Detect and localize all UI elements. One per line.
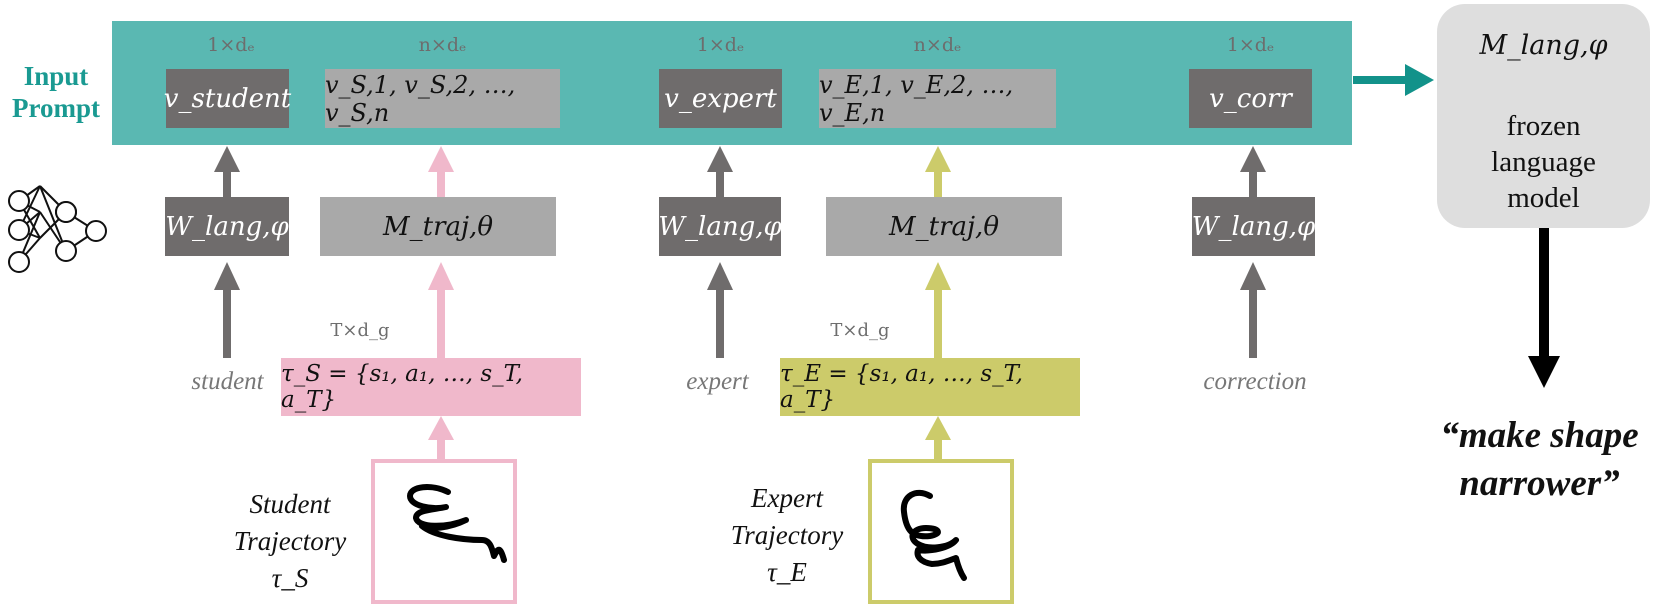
dim-label-student-traj: T×d_g — [330, 320, 390, 341]
encoder-lang-corr: W_lang,φ — [1192, 197, 1315, 256]
token-v-student-seq: v_S,1, v_S,2, …, v_S,n — [325, 69, 560, 128]
expert-caption-line1: Expert — [751, 483, 823, 513]
token-v-corr: v_corr — [1189, 69, 1312, 128]
arrow-traj-student-up — [428, 146, 454, 197]
input-prompt-label-line1: Input — [23, 61, 89, 91]
output-line1: “make shape — [1440, 415, 1639, 456]
arrow-student-input-up — [214, 262, 240, 358]
arrow-traj-expert-up — [925, 146, 951, 197]
language-model-description: frozen language model — [1437, 108, 1650, 216]
output-line2: narrower” — [1459, 463, 1620, 504]
student-caption-line3: τ_S — [271, 563, 309, 593]
arrow-student-image-up — [428, 416, 454, 461]
token-v-expert-seq: v_E,1, v_E,2, …, v_E,n — [819, 69, 1056, 128]
dim-label-corr: 1×dₑ — [1226, 34, 1275, 56]
arrow-prompt-to-lm — [1353, 64, 1434, 96]
output-correction-text: “make shape narrower” — [1420, 412, 1659, 508]
expert-trajectory-drawing — [900, 489, 967, 581]
expert-caption-line2: Trajectory — [730, 520, 844, 550]
arrow-lang-student-up — [214, 146, 240, 197]
encoder-traj-student-text: M_traj,θ — [383, 211, 493, 242]
input-correction: correction — [1203, 368, 1307, 395]
token-v-student-seq-text: v_S,1, v_S,2, …, v_S,n — [325, 70, 516, 127]
frozen-language-model-box — [1437, 4, 1650, 228]
arrow-correction-input-up — [1240, 262, 1266, 358]
input-prompt-label-line2: Prompt — [12, 93, 100, 123]
lm-desc-line2: language — [1491, 146, 1596, 178]
student-trajectory-caption: Student Trajectory τ_S — [215, 486, 365, 597]
expert-caption-line3: τ_E — [767, 557, 807, 587]
arrow-lang-corr-up — [1240, 146, 1266, 197]
dim-label-expert-traj: T×d_g — [830, 320, 890, 341]
arrow-student-formula-up — [428, 262, 454, 358]
expert-trajectory-formula: τ_E = {s₁, a₁, …, s_T, a_T} — [780, 361, 1023, 413]
student-trajectory-formula-box: τ_S = {s₁, a₁, …, s_T, a_T} — [281, 358, 581, 416]
input-student: student — [191, 368, 264, 395]
encoder-lang-expert-text: W_lang,φ — [658, 211, 782, 242]
encoder-lang-student: W_lang,φ — [165, 197, 289, 256]
student-trajectory-drawing — [407, 484, 507, 563]
lm-desc-line1: frozen — [1506, 110, 1581, 142]
token-v-student-text: v_student — [163, 83, 292, 114]
input-expert: expert — [686, 368, 749, 395]
token-v-expert-seq-text: v_E,1, v_E,2, …, v_E,n — [819, 70, 1014, 127]
student-trajectory-image — [371, 459, 517, 604]
token-v-expert: v_expert — [659, 69, 782, 128]
dim-label-expert-seq: n×dₑ — [913, 34, 962, 56]
dim-label-student-seq: n×dₑ — [418, 34, 467, 56]
arrow-lang-expert-up — [707, 146, 733, 197]
arrow-lm-to-output — [1528, 228, 1560, 388]
token-v-corr-text: v_corr — [1209, 83, 1292, 114]
token-v-expert-text: v_expert — [664, 83, 777, 114]
dim-label-expert: 1×dₑ — [696, 34, 745, 56]
encoder-lang-corr-text: W_lang,φ — [1191, 211, 1316, 242]
dim-label-student: 1×dₑ — [207, 34, 255, 56]
language-model-title: M_lang,φ — [1479, 30, 1608, 61]
input-prompt-label: Input Prompt — [0, 60, 112, 124]
student-caption-line2: Trajectory — [233, 526, 347, 556]
neural-network-icon — [8, 185, 107, 273]
encoder-traj-student: M_traj,θ — [320, 197, 556, 256]
student-trajectory-formula: τ_S = {s₁, a₁, …, s_T, a_T} — [281, 361, 523, 413]
encoder-lang-student-text: W_lang,φ — [165, 211, 289, 242]
arrow-expert-input-up — [707, 262, 733, 358]
arrow-expert-image-up — [925, 416, 951, 461]
token-v-student: v_student — [163, 69, 292, 128]
encoder-lang-expert: W_lang,φ — [658, 197, 782, 256]
expert-trajectory-caption: Expert Trajectory τ_E — [712, 480, 862, 591]
lm-desc-line3: model — [1507, 182, 1580, 214]
expert-trajectory-formula-box: τ_E = {s₁, a₁, …, s_T, a_T} — [780, 358, 1080, 416]
student-caption-line1: Student — [249, 489, 331, 519]
encoder-traj-expert-text: M_traj,θ — [889, 211, 999, 242]
encoder-traj-expert: M_traj,θ — [826, 197, 1062, 256]
arrow-expert-formula-up — [925, 262, 951, 358]
